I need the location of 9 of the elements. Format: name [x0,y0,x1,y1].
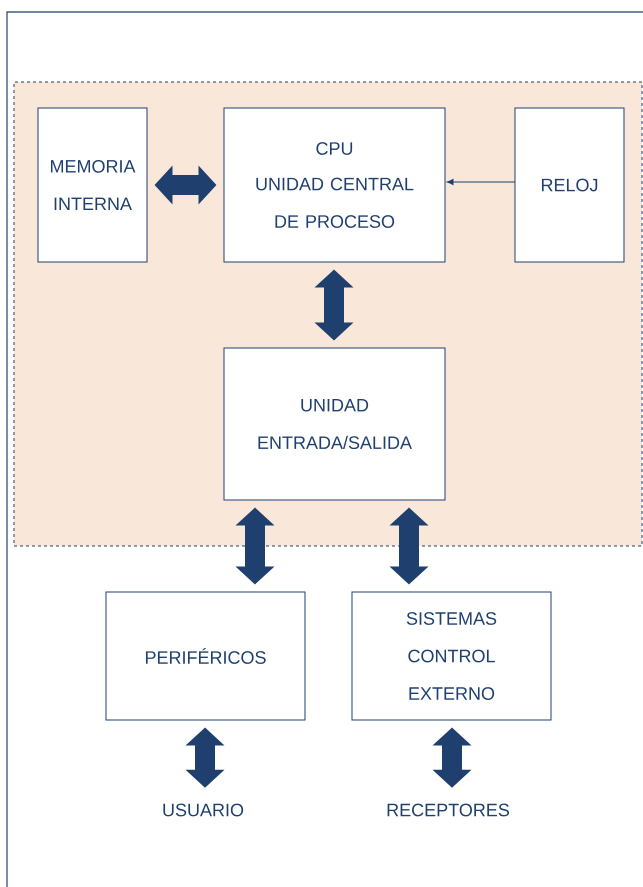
process-box: CPU UNIDAD CENTRAL DE PROCESO [224,108,446,262]
process-box: RELOJ [514,108,624,262]
process-box: UNIDAD ENTRADA/SALIDA [224,348,446,500]
process-box: PERIFÉRICOS [106,592,306,720]
process-box: MEMORIA INTERNA [38,108,148,262]
arrow [446,178,515,186]
text-label: USUARIO [163,804,244,816]
process-box: SISTEMAS CONTROL EXTERNO [352,592,552,720]
text-label: RECEPTORES [388,804,510,816]
